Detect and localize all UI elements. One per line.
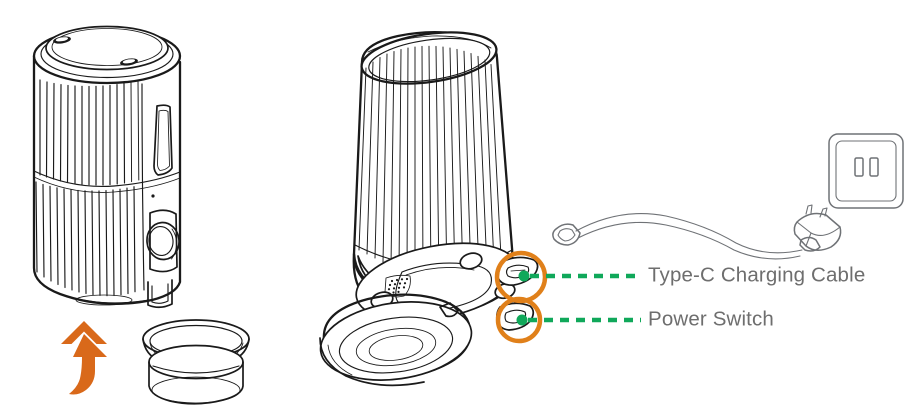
callout-type-c-charging-cable: Type-C Charging Cable [518, 263, 865, 286]
camera-lens [146, 194, 180, 273]
lid-latch-marks [53, 36, 138, 66]
type-c-charging-cable-label: Type-C Charging Cable [648, 263, 865, 286]
upper-rib-texture [39, 79, 126, 186]
lift-arrow-icon [61, 321, 107, 395]
outlet-slot-right [869, 157, 879, 177]
wall-outlet [828, 133, 904, 209]
power-switch-leader-dot [516, 314, 528, 326]
usb-cable [552, 213, 803, 260]
power-switch-highlight-circle [495, 296, 543, 344]
outlet-slot-left [854, 157, 864, 177]
power-switch-label: Power Switch [648, 307, 774, 330]
type-c-leader-dot [518, 270, 530, 282]
feeder-bowl-detached [142, 319, 250, 405]
lower-rib-texture [35, 181, 136, 297]
dispense-chute [147, 279, 173, 309]
feeder-tilted [319, 31, 539, 387]
bowl-hinge [439, 302, 459, 318]
usb-power-adapter [793, 204, 842, 252]
feeder-underside [352, 242, 539, 331]
tilted-bowl-plate [319, 293, 473, 387]
callout-highlights [494, 250, 548, 344]
tilted-rib-texture [358, 45, 502, 282]
water-level-window [153, 104, 173, 176]
upper-rib-texture-fine [130, 79, 140, 183]
callout-power-switch: Power Switch [516, 307, 774, 330]
feeder-upright [32, 25, 182, 309]
